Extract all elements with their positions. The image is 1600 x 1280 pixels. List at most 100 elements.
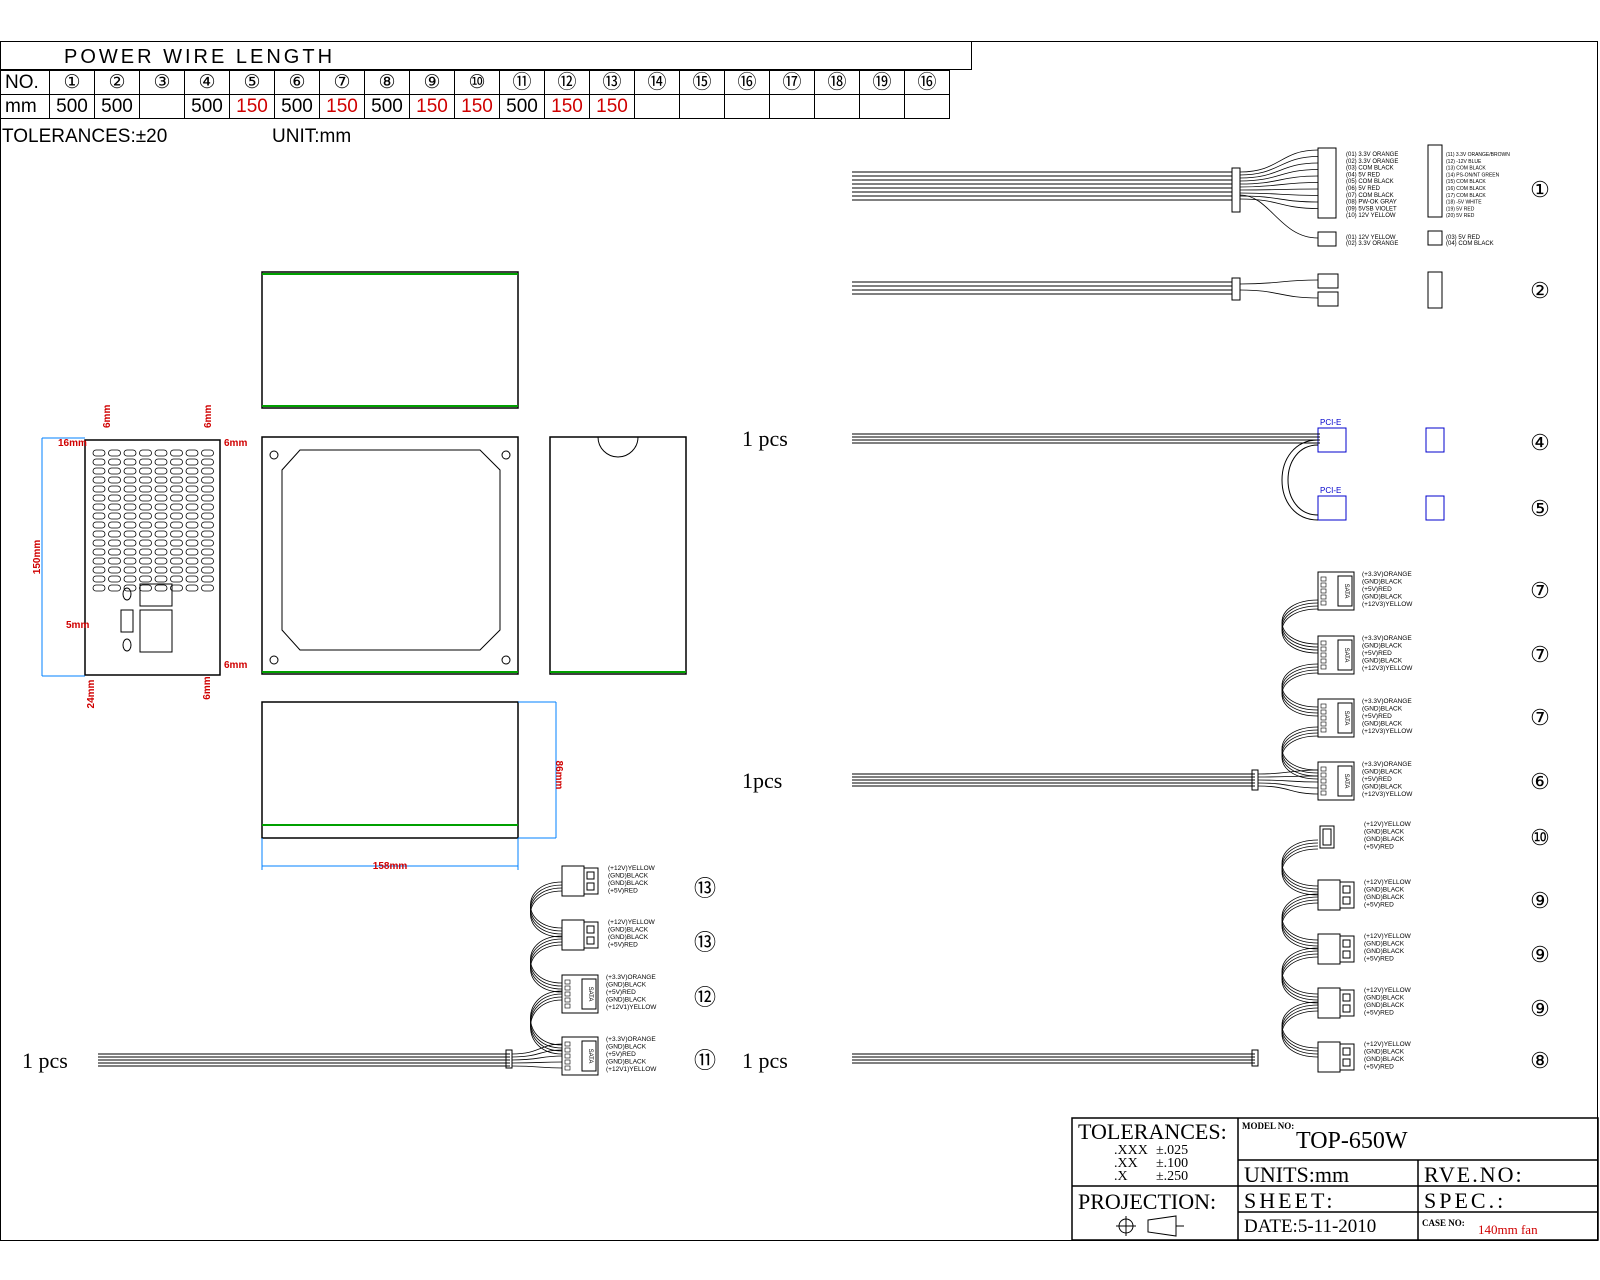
connector-7c-number: ⑦ [1530, 705, 1550, 730]
drawing-frame [0, 41, 1598, 1241]
sata-pin [564, 985, 571, 991]
atx-right-pin: (17) COM BLACK [1446, 193, 1486, 199]
vent-slot [201, 476, 214, 484]
vent-slot [154, 521, 168, 529]
vent-slot [139, 521, 152, 529]
sata-text: SATA [587, 987, 593, 1002]
molex-plug [1339, 881, 1355, 909]
molex-pin-label: (+12V)YELLOW [1364, 879, 1412, 886]
tb-tolerances: TOLERANCES: [1078, 1119, 1227, 1144]
wire-length-cell: 500 [49, 94, 95, 119]
molex-pin-label: (GND)BLACK [1364, 829, 1405, 836]
molex-plug [583, 921, 599, 949]
tb-rve: RVE.NO: [1424, 1162, 1524, 1187]
atx-fan-wire [1239, 188, 1319, 191]
sata-pin-label: (GND)BLACK [1362, 769, 1403, 776]
molex-pin [1342, 950, 1351, 959]
vent-slot [154, 494, 168, 502]
atx-fan-wire [1239, 195, 1319, 203]
vent-slot [170, 548, 183, 556]
molex-pin-label: (GND)BLACK [1364, 1056, 1405, 1063]
vent-slot [92, 521, 106, 529]
tb-case-label: CASE NO: [1422, 1218, 1465, 1228]
sata-pin [1320, 790, 1327, 796]
sata-plug [1337, 639, 1353, 671]
sata-fan-wire [1257, 782, 1319, 789]
vent-slot [201, 584, 214, 592]
wire-length-cell: 500 [499, 94, 545, 119]
tb-units: UNITS:mm [1244, 1162, 1350, 1187]
dim-6d: 6mm [224, 660, 247, 671]
vent-slot [170, 575, 183, 583]
molex-pin-label: (GND)BLACK [608, 927, 649, 934]
vent-slot [108, 584, 121, 592]
vent-slot [201, 485, 214, 493]
vent-slot [123, 566, 137, 574]
vent-slot [185, 476, 199, 484]
vent-slot [185, 467, 199, 475]
wire-length-cell [634, 94, 680, 119]
sata-pin-label: (+3.3V)ORANGE [1362, 698, 1412, 705]
molex-pin [586, 936, 595, 945]
sata-pin [564, 1053, 571, 1059]
vent-slot [201, 530, 214, 538]
molex-pin-label: (+5V)RED [608, 888, 638, 895]
vent-slot [139, 449, 152, 457]
sata-pin [564, 1003, 571, 1009]
molex-connector [1317, 987, 1341, 1019]
sata-pin-label: (GND)BLACK [606, 982, 647, 989]
vent-slot [185, 512, 199, 520]
molex-chain-wire [1281, 956, 1319, 1004]
atx-right-pin: (14) PS-ON/NT GREEN [1446, 172, 1500, 178]
wire-length-cell: 150 [229, 94, 275, 119]
vent-slot [170, 521, 183, 529]
molex-pin [586, 925, 595, 934]
sata-pin [1320, 582, 1327, 588]
molex-connector [561, 865, 585, 897]
sata-pin-label: (+3.3V)ORANGE [1362, 571, 1412, 578]
sata-pin [564, 1041, 571, 1047]
vent-slot [185, 449, 199, 457]
molex-pin [586, 871, 595, 880]
vent-slot [154, 566, 168, 574]
wire-length-cell [904, 94, 950, 119]
connector-11-number: ⑪ [694, 1048, 716, 1073]
vent-slot [108, 548, 121, 556]
wire-length-cell [769, 94, 815, 119]
vent-slot [185, 584, 199, 592]
molex-chain-wire [1281, 848, 1319, 896]
molex-pin-label: (+12V)YELLOW [608, 919, 656, 926]
tb-case: 140mm fan [1478, 1222, 1538, 1237]
sata-chain-wire [1281, 735, 1319, 780]
vent-slot [185, 539, 199, 547]
molex-pin [1342, 1058, 1351, 1067]
atx-aux-pin: (02) 3.3V ORANGE [1346, 241, 1398, 247]
vent-slot [154, 548, 168, 556]
wire-number-cell: ⑬ [589, 70, 635, 95]
vent-slot [123, 449, 137, 457]
sata-fan-wire [1257, 779, 1319, 783]
molex-pin-label: (GND)BLACK [1364, 1049, 1405, 1056]
vent-slot [201, 566, 214, 574]
dim-6e: 6mm [202, 676, 213, 699]
tb-spec: SPEC.: [1424, 1188, 1507, 1213]
molex-pin-label: (GND)BLACK [608, 934, 649, 941]
atx-fan-wire [1239, 192, 1319, 196]
sata-pin [564, 1059, 571, 1065]
left-bundle [98, 1053, 510, 1067]
vent-slot [201, 467, 214, 475]
molex-pin [586, 882, 595, 891]
wire-length-cell: 150 [409, 94, 455, 119]
tb-date: DATE:5-11-2010 [1244, 1216, 1377, 1237]
molex-pin-label: (GND)BLACK [1364, 941, 1405, 948]
vent-slot [154, 467, 168, 475]
vent-slot [92, 476, 106, 484]
vent-slot [123, 539, 137, 547]
wire-number-cell: ⑦ [319, 70, 365, 95]
wire-number-cell: ⑫ [544, 70, 590, 95]
sata-chain-wire [1281, 608, 1319, 654]
sata-pin [564, 1047, 571, 1053]
molex-pin-label: (GND)BLACK [1364, 887, 1405, 894]
right-sata-connectors: SATA(+3.3V)ORANGE(GND)BLACK(+5V)RED(GND)… [1251, 571, 1413, 801]
